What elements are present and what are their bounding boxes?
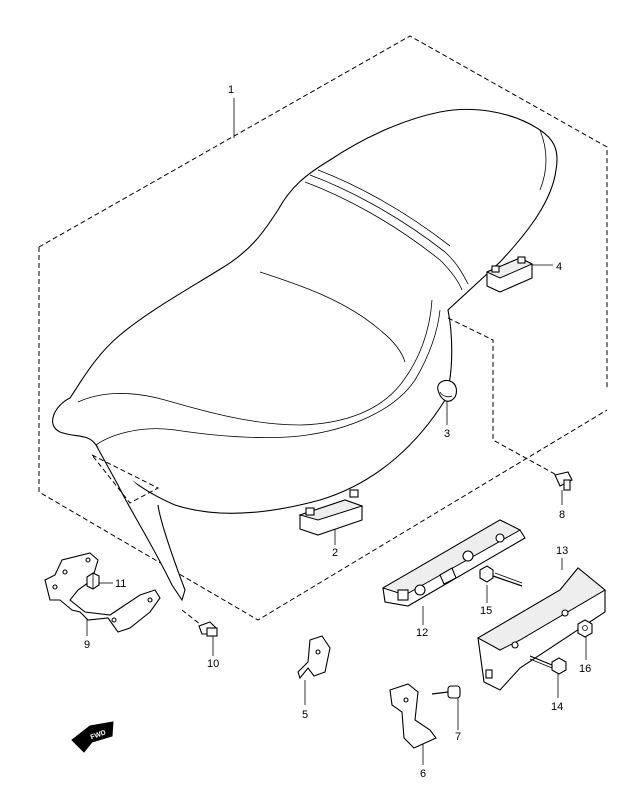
part-3-cushion bbox=[437, 379, 458, 402]
callout-16: 16 bbox=[579, 663, 591, 675]
part-10-bolt bbox=[198, 621, 218, 637]
callout-1: 1 bbox=[228, 84, 234, 96]
callout-9: 9 bbox=[84, 639, 90, 651]
assembly-outline-bottom bbox=[38, 247, 608, 621]
part-6-bracket bbox=[389, 683, 437, 749]
part-16-nut bbox=[577, 619, 593, 638]
part-9-bracket bbox=[44, 552, 161, 633]
forward-arrow-icon: FWD bbox=[71, 721, 114, 753]
callout-8: 8 bbox=[559, 509, 565, 521]
part-7-screw bbox=[431, 685, 461, 699]
assembly-outline bbox=[38, 35, 608, 390]
leader-8 bbox=[447, 317, 563, 479]
part-15-bolt bbox=[479, 565, 523, 587]
callout-5: 5 bbox=[302, 709, 308, 721]
callout-3: 3 bbox=[444, 428, 450, 440]
callout-6: 6 bbox=[420, 768, 426, 780]
callout-14: 14 bbox=[551, 701, 563, 713]
seat-part-1 bbox=[52, 108, 558, 602]
part-14-bolt bbox=[529, 655, 567, 675]
callout-12: 12 bbox=[416, 627, 428, 639]
part-5-bracket bbox=[297, 635, 331, 680]
part-4-rubber-block bbox=[485, 256, 534, 293]
callout-13: 13 bbox=[556, 545, 568, 557]
callout-11: 11 bbox=[115, 578, 126, 590]
callout-7: 7 bbox=[455, 731, 461, 743]
part-12-rail bbox=[381, 519, 526, 607]
callout-10: 10 bbox=[207, 658, 219, 670]
part-11-nut bbox=[86, 572, 100, 590]
part-13-rail bbox=[476, 567, 606, 691]
part-2-rubber-block bbox=[298, 489, 364, 536]
callout-4: 4 bbox=[556, 261, 562, 273]
callout-15: 15 bbox=[480, 605, 492, 617]
part-8-bolt bbox=[554, 471, 573, 491]
callout-2: 2 bbox=[332, 547, 338, 559]
